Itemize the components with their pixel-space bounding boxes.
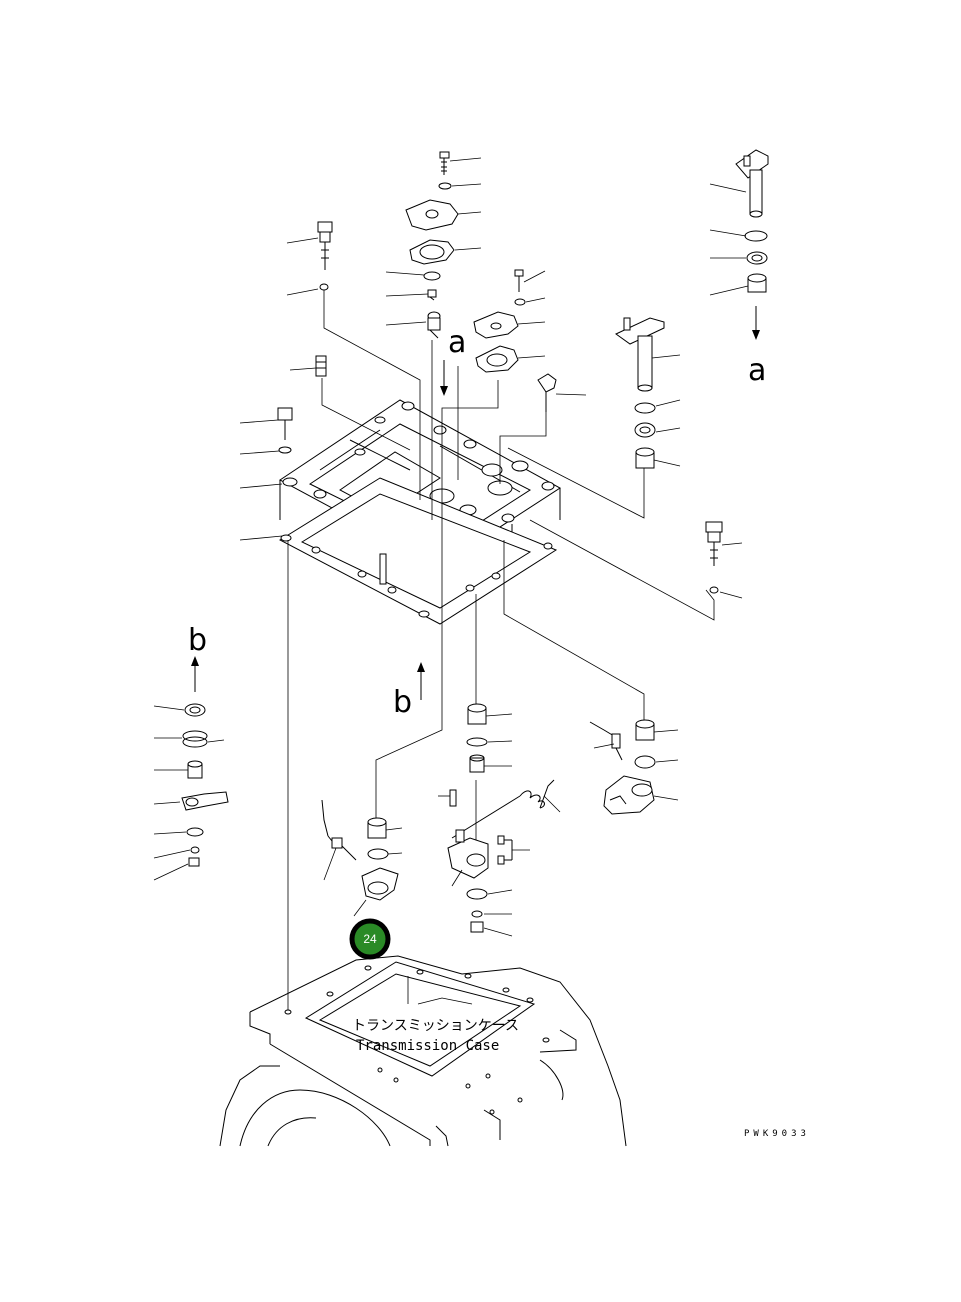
leader-lines-body (239, 483, 283, 541)
arrow-b-left (191, 656, 199, 692)
left-nut (153, 857, 200, 881)
cover-plate (405, 199, 459, 231)
ref-b-left: b (188, 623, 207, 658)
center-seal-lower (469, 754, 512, 773)
bushing-center (635, 447, 681, 469)
shift-lever-right (709, 149, 769, 218)
breather (427, 311, 441, 339)
center-lever (447, 829, 530, 887)
drawing-code: PWK9033 (744, 1129, 810, 1139)
washer-2 (514, 298, 526, 306)
center-nut (470, 921, 513, 937)
cover-gasket (409, 239, 455, 265)
left-bushing (154, 760, 203, 779)
spring-pin (438, 789, 457, 807)
left-washer-4 (190, 846, 200, 854)
center-washer-2 (466, 888, 488, 900)
washer-right-1 (744, 230, 768, 242)
small-bolt-2 (514, 269, 524, 292)
left-bolt-2 (239, 407, 293, 440)
left-plug (289, 355, 327, 377)
case-caption-japanese: トランスミッションケース (352, 1018, 519, 1034)
right-sensor (589, 721, 623, 761)
left-lever-arm (153, 791, 229, 811)
plug-3 (537, 373, 587, 412)
left-washer-2 (278, 446, 292, 454)
left-washer-3 (186, 827, 204, 837)
top-bolt (439, 151, 450, 175)
gasket-2 (475, 345, 519, 373)
right-seal-lower (634, 755, 656, 769)
o-ring-small (423, 271, 441, 281)
return-spring (451, 779, 561, 839)
detent-bushing (367, 817, 403, 839)
center-washer-3 (471, 910, 483, 918)
cover-plate-2 (473, 311, 519, 339)
ref-a-right: a (748, 353, 766, 388)
case-caption-english: Transmission Case (356, 1038, 499, 1054)
arrow-a-right (752, 306, 760, 340)
arrow-a-upper (440, 360, 448, 396)
top-washer (438, 182, 452, 190)
dowel-pin (379, 553, 387, 585)
arrow-b-center (417, 662, 425, 700)
seal-right (710, 251, 768, 265)
washer-center (634, 402, 656, 414)
center-washer-lower (466, 737, 488, 747)
valve-body-gasket (278, 477, 558, 625)
ball-right-middle (709, 586, 719, 594)
bushing-right (709, 273, 767, 296)
left-seal-1 (153, 703, 206, 717)
callout-number[interactable]: 24 (363, 932, 377, 946)
assembly-lines (287, 290, 715, 1010)
ref-b-center: b (393, 685, 412, 720)
detent-gear (353, 867, 399, 917)
upper-left-bolt (286, 221, 333, 270)
callout-badge[interactable]: 24 (349, 918, 391, 960)
leader-lines-top2 (517, 270, 546, 359)
center-bushing-lower (467, 703, 513, 725)
seal-center (634, 422, 681, 438)
leader-lines-top (385, 157, 482, 326)
shift-lever-center (615, 317, 681, 392)
shift-fork (603, 775, 679, 815)
bolt-right-middle (705, 521, 743, 566)
sensor-with-wire (321, 799, 357, 881)
right-bushing-lower (635, 719, 679, 741)
plug-small (427, 289, 437, 301)
detent-washer (367, 848, 389, 860)
upper-left-ball (319, 283, 329, 291)
left-spring (154, 730, 225, 748)
ref-a-upper: a (448, 325, 466, 360)
